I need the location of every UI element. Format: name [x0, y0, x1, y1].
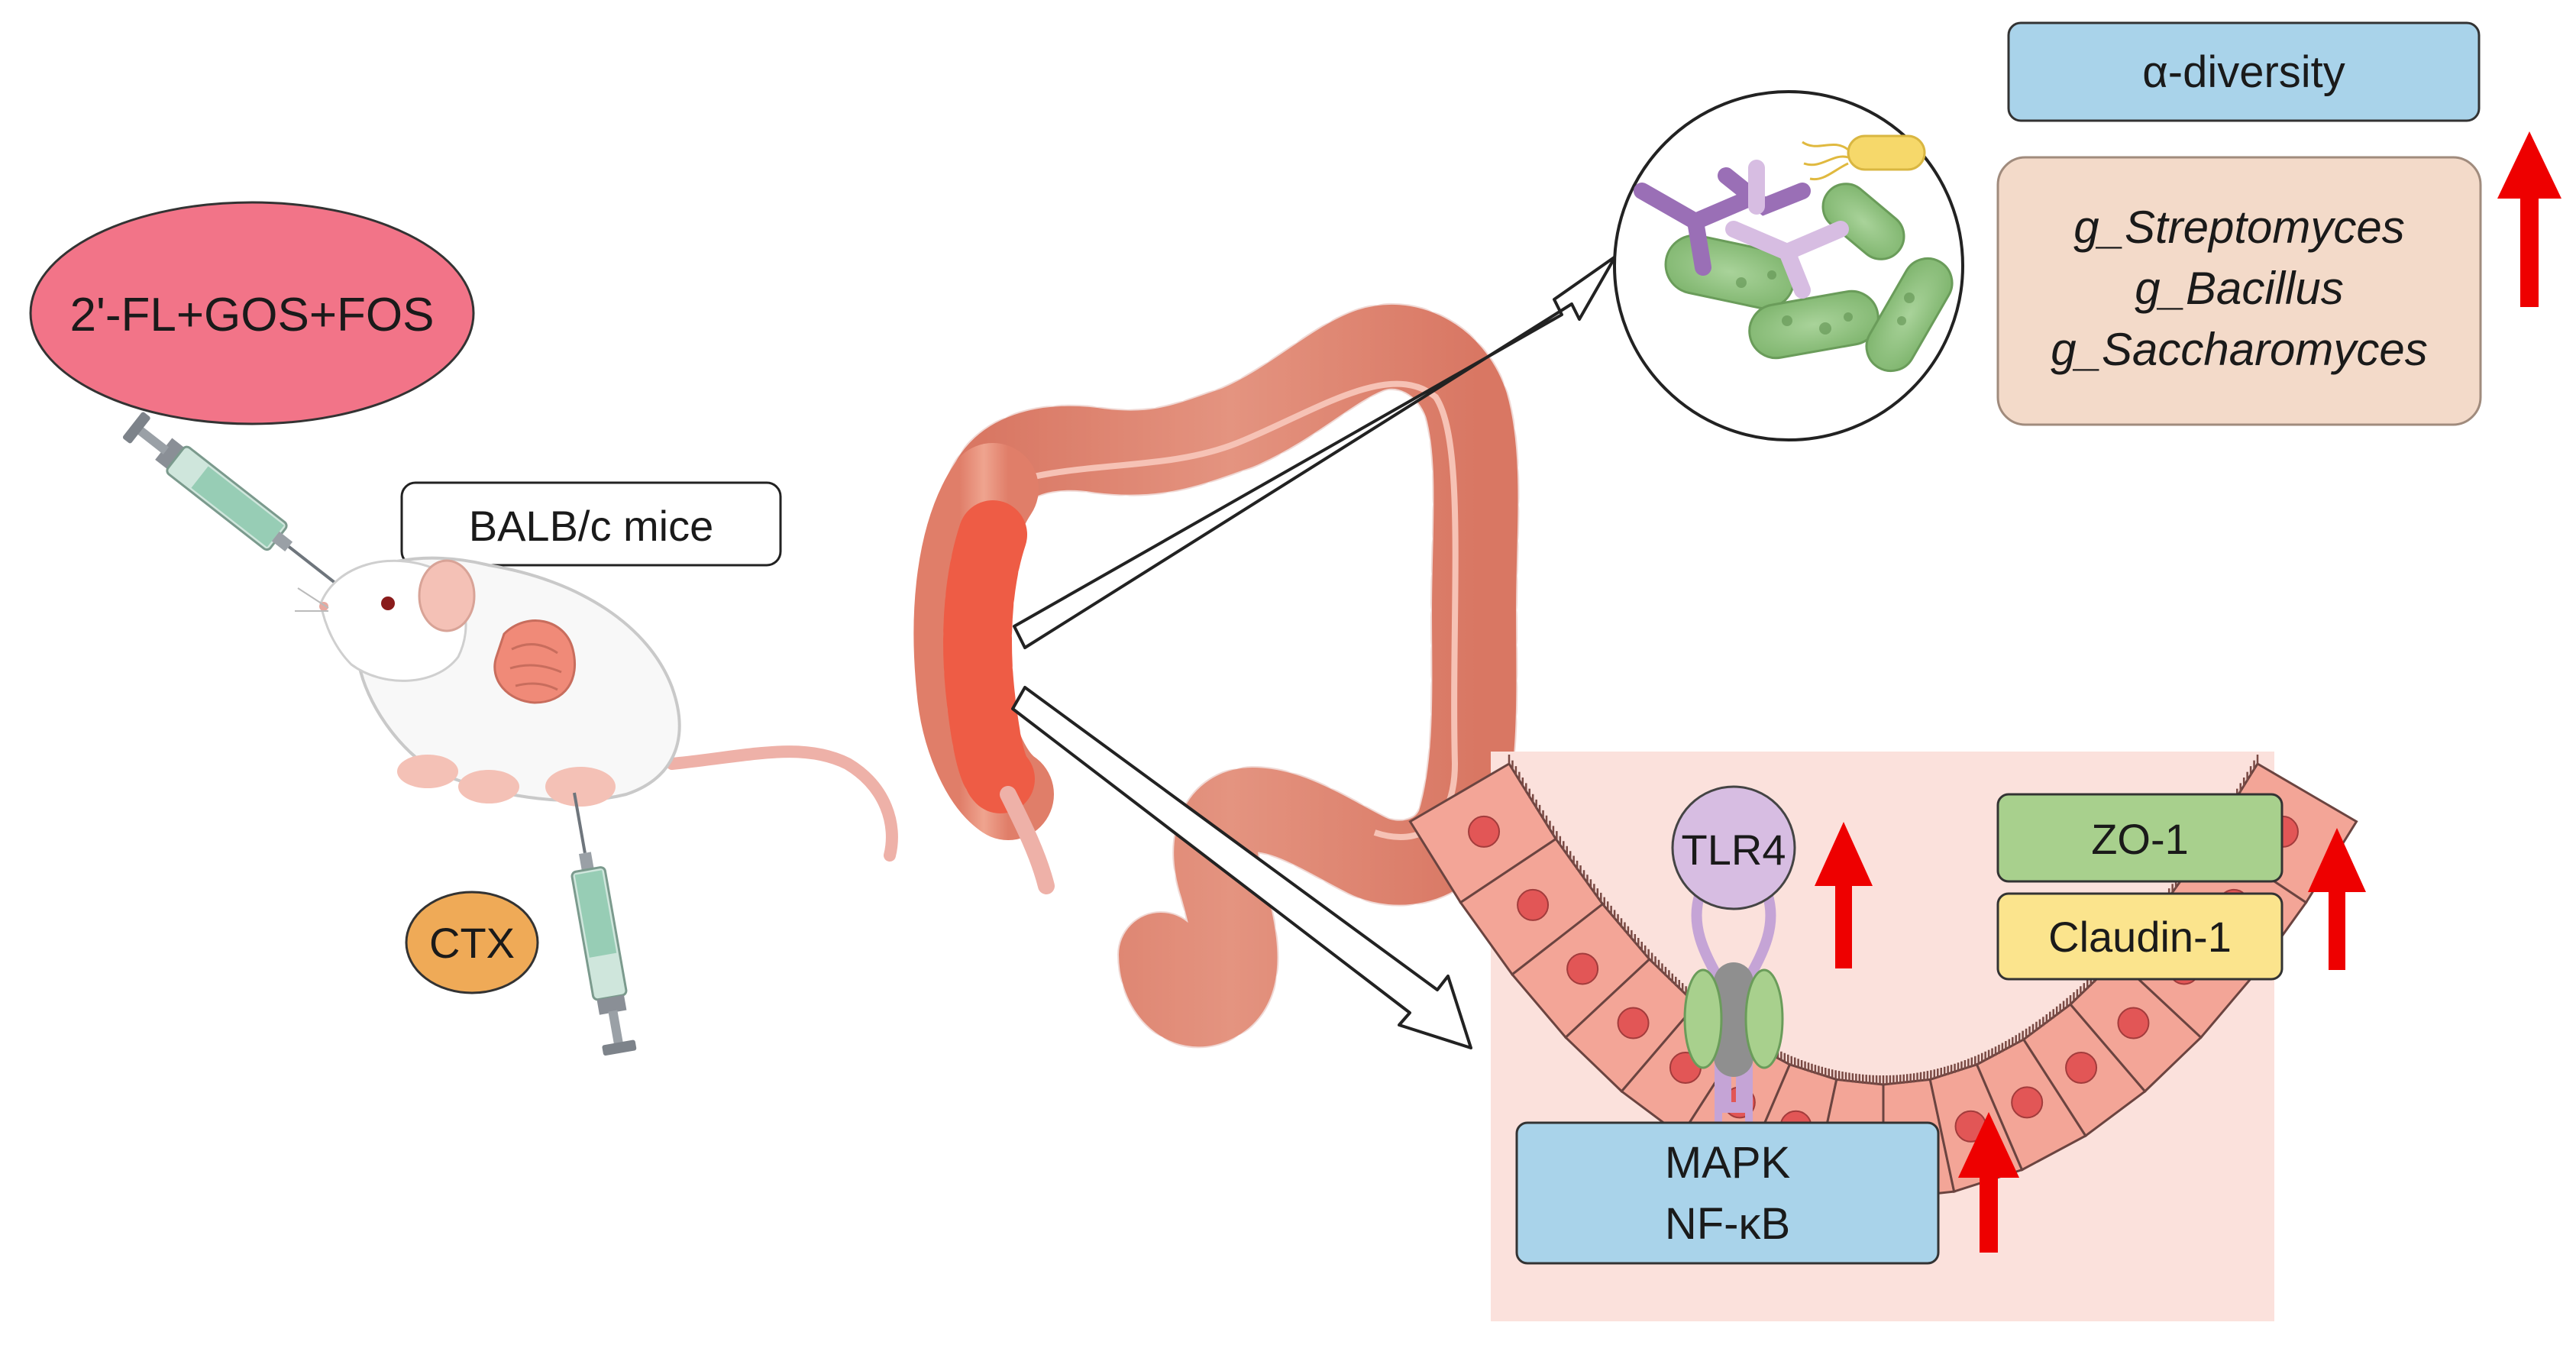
- ctx-node: CTX: [405, 891, 539, 994]
- cell-nucleus: [2117, 1007, 2150, 1039]
- mapk-label: MAPK: [1665, 1138, 1791, 1188]
- tlr4-label: TLR4: [1682, 826, 1786, 874]
- syringe-icon: [570, 792, 637, 1056]
- mouse-icon: [295, 556, 898, 862]
- compound-node: 2'-FL+GOS+FOS: [29, 201, 475, 425]
- cell-nucleus: [1468, 815, 1501, 848]
- genus-streptomyces: g_Streptomyces: [2073, 202, 2405, 253]
- syringe-icon: [122, 412, 351, 597]
- bacteria-icon: [1613, 90, 1964, 441]
- genus-bacillus: g_Bacillus: [2135, 263, 2344, 314]
- compound-label: 2'-FL+GOS+FOS: [70, 289, 435, 341]
- ctx-label: CTX: [429, 919, 515, 967]
- genera-box: g_Streptomyces g_Bacillus g_Saccharomyce…: [1996, 156, 2482, 426]
- receptor-icon: TLR4: [1671, 785, 1796, 1123]
- up-arrow-icon: [1958, 1112, 2019, 1253]
- claudin-box: Claudin-1: [1996, 892, 2283, 981]
- cell-nucleus: [2011, 1086, 2044, 1119]
- up-arrow-icon: [1815, 822, 1873, 968]
- zo1-box: ZO-1: [1996, 793, 2283, 883]
- up-arrow-icon: [2308, 828, 2366, 970]
- cell-nucleus: [1566, 952, 1599, 985]
- arrow-to-microbiota: [1013, 255, 1617, 649]
- mice-label-box: BALB/c mice: [400, 481, 782, 567]
- cell-nucleus: [2065, 1051, 2098, 1084]
- signaling-box: MAPK NF-κB: [1515, 1121, 1940, 1265]
- up-arrow-icon: [2497, 131, 2561, 307]
- cell-nucleus: [1617, 1007, 1650, 1039]
- colon-icon: [913, 302, 1520, 1049]
- nfkb-label: NF-κB: [1665, 1199, 1790, 1249]
- alpha-diversity-label: α-diversity: [2142, 47, 2345, 97]
- genus-saccharomyces: g_Saccharomyces: [2051, 324, 2428, 375]
- claudin-label: Claudin-1: [2048, 913, 2232, 961]
- zo1-label: ZO-1: [2091, 815, 2189, 863]
- arrow-to-epithelium: [1011, 686, 1472, 1049]
- alpha-diversity-box: α-diversity: [2007, 21, 2481, 122]
- mice-label: BALB/c mice: [469, 502, 714, 550]
- cell-nucleus: [1517, 888, 1550, 921]
